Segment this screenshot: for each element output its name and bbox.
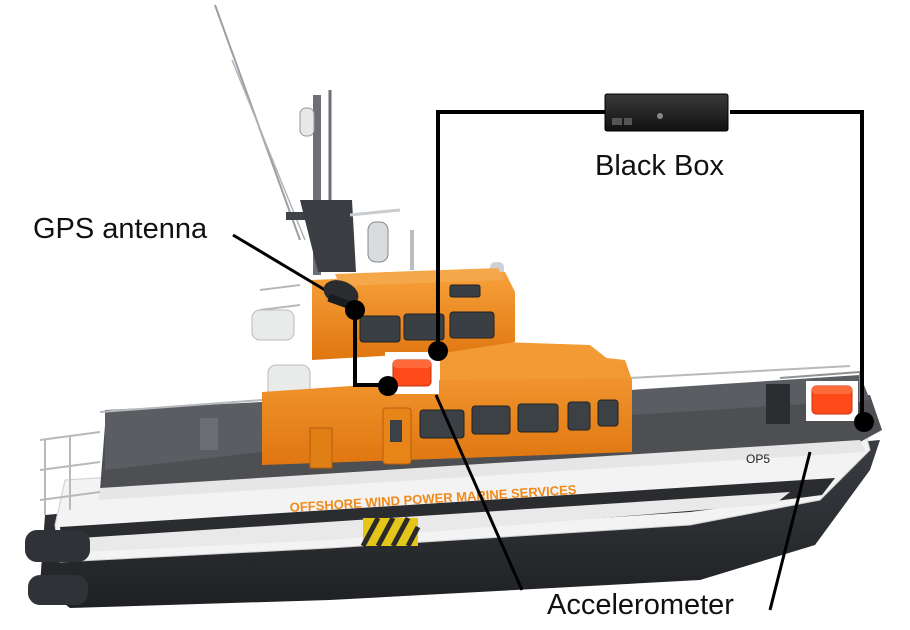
connection-wires <box>353 110 864 421</box>
accel-leader-2 <box>768 451 812 611</box>
mast <box>313 95 321 275</box>
bow-sensor-dot <box>854 412 874 432</box>
gps-leader <box>232 233 326 292</box>
wire-box-to-bow-sensor <box>730 110 864 421</box>
black-box-icon <box>604 93 729 132</box>
whip-antenna-2 <box>231 59 306 241</box>
hazard-plate <box>360 516 421 548</box>
accelerometer-icon <box>806 381 858 421</box>
bow-id-text: OP5 <box>746 452 770 466</box>
accelerometer-label: Accelerometer <box>547 589 734 621</box>
wire-box-to-cabin-sensor <box>436 110 605 351</box>
connection-points <box>345 300 874 432</box>
gps-connection-dot <box>345 300 365 320</box>
accel-leader-1 <box>434 394 524 591</box>
railing <box>39 284 851 515</box>
cabin-sensor-dot <box>428 341 448 361</box>
wire-gps-to-sensor <box>353 310 388 387</box>
leader-lines <box>232 233 812 611</box>
sensor-join-dot <box>378 376 398 396</box>
wheelhouse-windows <box>359 284 495 343</box>
accelerometer-icon <box>385 352 439 394</box>
vessel: OFFSHORE WIND POWER MARINE SERVICES OP5 <box>25 4 882 608</box>
gps-antenna-label: GPS antenna <box>33 213 208 245</box>
black-box-label: Black Box <box>595 150 724 182</box>
